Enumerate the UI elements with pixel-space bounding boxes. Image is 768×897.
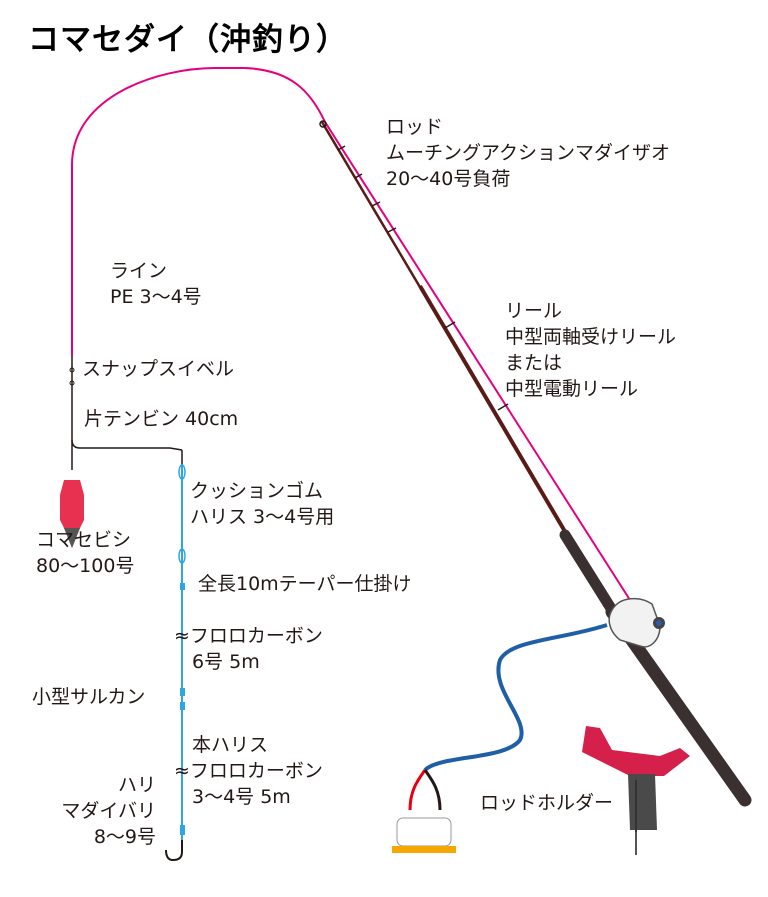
snap-swivel-label: スナップスイベル [82, 358, 235, 380]
cushion-label-line1: クッションゴム [190, 480, 324, 502]
fluoro1-label-line2: 6号 5m [192, 651, 260, 673]
hook-label-line1: ハリ [117, 774, 156, 796]
reel-label: リール 中型両軸受けリール または 中型電動リール [505, 298, 676, 402]
rod [319, 120, 752, 807]
rod-label-line1: ロッド [386, 116, 444, 138]
hook-label-line3: 8〜9号 [93, 826, 156, 848]
hook-label-line2: マダイバリ [61, 800, 156, 822]
battery [392, 817, 456, 853]
rod-label-line2: ムーチングアクションマダイザオ [386, 142, 671, 164]
line-label-line1: ライン [110, 260, 168, 282]
reel-label-line1: リール [505, 300, 563, 322]
reel [608, 597, 665, 648]
fluoro1-label-line1: フロロカーボン [189, 625, 323, 647]
tenbin-label: 片テンビン 40cm [84, 408, 239, 430]
hook [165, 840, 183, 862]
line-label: ライン PE 3〜4号 [110, 258, 202, 310]
harisu-line [178, 464, 186, 842]
main-harisu-label-line2: フロロカーボン [189, 760, 323, 782]
page-title: コマセダイ（沖釣り） [28, 22, 348, 58]
rod-holder-label: ロッドホルダー [480, 792, 614, 814]
wave-icon: ≈ [174, 625, 190, 647]
reel-label-line4: 中型電動リール [505, 378, 639, 400]
reel-label-line2: 中型両軸受けリール [505, 326, 677, 348]
main-harisu-label-line1: 本ハリス [192, 734, 269, 756]
main-harisu-label: 本ハリス ≈フロロカーボン 3〜4号 5m [174, 732, 323, 810]
cushion-label-line2: ハリス 3〜4号用 [190, 506, 335, 528]
total-length-label: 全長10mテーパー仕掛け [198, 573, 412, 595]
sinker-label-line1: コマセビシ [36, 529, 132, 551]
wave-icon: ≈ [174, 760, 190, 782]
pe-line [71, 67, 631, 601]
reel-label-line3: または [505, 352, 563, 374]
rod-holder [582, 726, 690, 855]
fluoro1-label: ≈フロロカーボン 6号 5m [174, 623, 323, 675]
power-cable [423, 623, 608, 772]
line-label-line2: PE 3〜4号 [110, 286, 202, 308]
rod-label: ロッド ムーチングアクションマダイザオ 20〜40号負荷 [386, 114, 670, 192]
tenbin [69, 355, 183, 465]
swivel-small-label: 小型サルカン [32, 686, 146, 708]
sinker-label-line2: 80〜100号 [36, 555, 135, 577]
hook-label: ハリ マダイバリ 8〜9号 [30, 772, 156, 850]
rod-label-line3: 20〜40号負荷 [386, 168, 511, 190]
cushion-label: クッションゴム ハリス 3〜4号用 [190, 478, 334, 530]
main-harisu-label-line3: 3〜4号 5m [192, 786, 291, 808]
sinker-label: コマセビシ 80〜100号 [36, 527, 134, 579]
comase-bishi [60, 445, 84, 548]
